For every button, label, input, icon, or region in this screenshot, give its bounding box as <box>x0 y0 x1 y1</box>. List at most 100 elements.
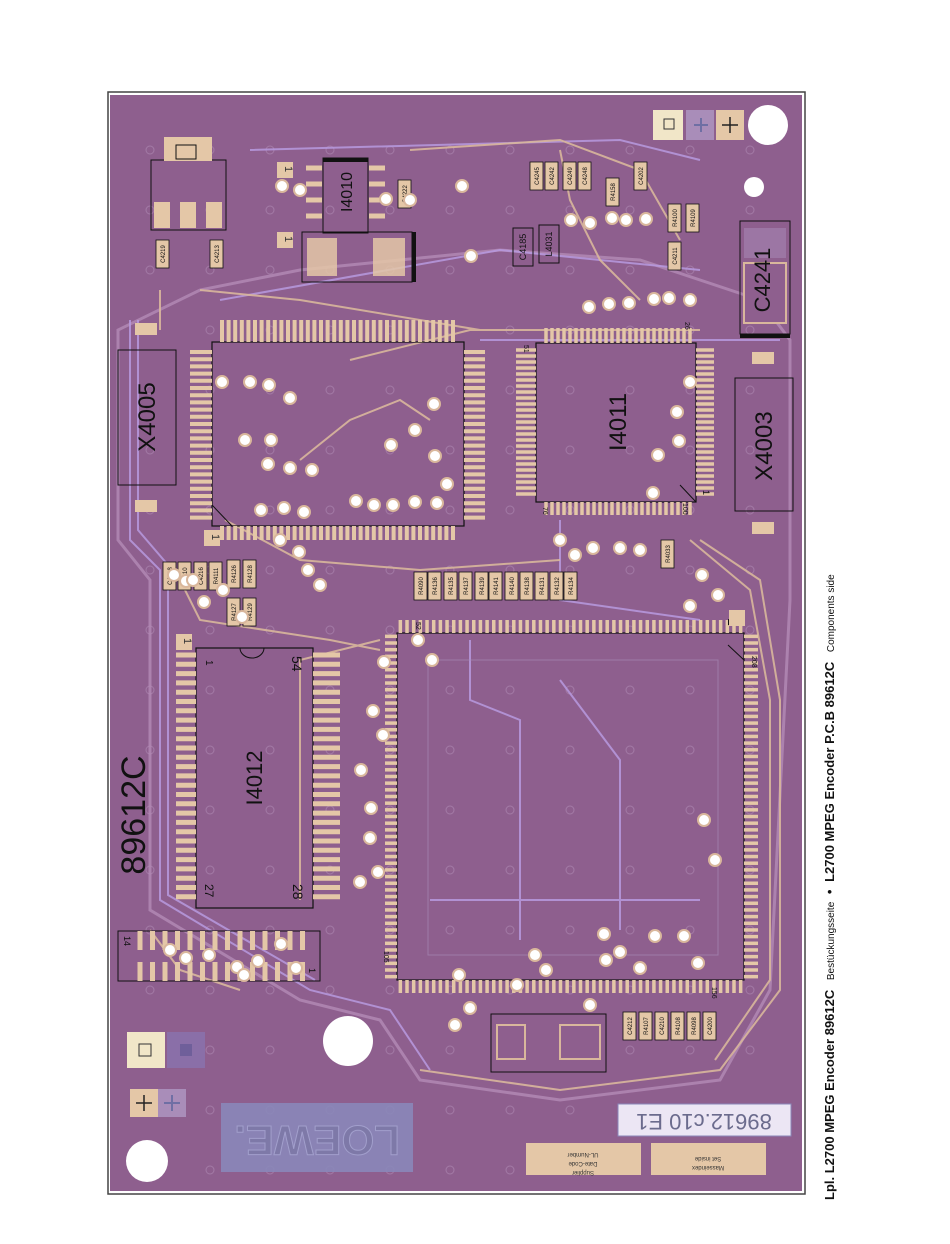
via <box>313 578 327 592</box>
via <box>613 945 627 959</box>
capacitor-c4241: C4241 <box>739 220 791 338</box>
logo-text: LOEWE. <box>234 1117 400 1164</box>
smd-label: C4245 <box>535 167 541 185</box>
smd-r4033 <box>660 539 675 569</box>
pin-one-marker-2: 1 <box>209 534 221 540</box>
smd-r4108 <box>670 1011 685 1041</box>
via <box>583 216 597 230</box>
via <box>297 505 311 519</box>
smd-label: R4139 <box>480 577 486 595</box>
via <box>602 297 616 311</box>
via <box>662 291 676 305</box>
i4011-label: I4011 <box>605 393 632 451</box>
via <box>283 391 297 405</box>
via <box>448 1018 462 1032</box>
smd-label: R4090 <box>419 577 425 595</box>
via <box>425 653 439 667</box>
via <box>237 968 251 982</box>
smd-r4134 <box>563 571 578 601</box>
via <box>411 633 425 647</box>
smd-r4136 <box>427 571 442 601</box>
smd-c4213 <box>209 239 224 269</box>
via <box>564 213 578 227</box>
via <box>708 853 722 867</box>
connector-x4003: X4003 <box>734 352 794 534</box>
via <box>215 375 229 389</box>
board-number: 89612C <box>115 755 153 874</box>
date-code-text: Date-Code <box>568 1160 598 1166</box>
via <box>597 927 611 941</box>
i4010-label: I4010 <box>339 172 356 212</box>
qfp-pin-105: 105 <box>382 951 389 963</box>
voltage-regulator <box>150 137 227 231</box>
via <box>582 300 596 314</box>
qfp-pin-208: 208 <box>750 656 757 668</box>
via <box>672 434 686 448</box>
etched-code: 89612.c10 E1 <box>617 1103 792 1137</box>
smd-label: R4137 <box>464 577 470 595</box>
smd-r4111 <box>208 561 223 591</box>
l4031-label: L4031 <box>544 231 554 256</box>
i4011-pin-100: 100 <box>681 503 688 515</box>
via <box>366 704 380 718</box>
via <box>305 463 319 477</box>
via <box>364 801 378 815</box>
via <box>371 865 385 879</box>
pin-one-marker-3: 1 <box>282 166 294 172</box>
via <box>197 595 211 609</box>
pin-one-markers: 1 1 1 1 <box>176 162 745 650</box>
set-inside-label: Set inside Masseindex <box>651 1143 766 1175</box>
smd-label: R4107 <box>644 1017 650 1035</box>
smd-r4090 <box>413 571 428 601</box>
smd-label: C4222 <box>403 185 409 203</box>
connector-x4005: X4005 <box>117 323 177 512</box>
set-inside-text: Set inside <box>694 1155 721 1161</box>
smd-c4245 <box>529 161 544 191</box>
i4012-label: I4012 <box>242 750 267 805</box>
via <box>277 501 291 515</box>
via <box>167 568 181 582</box>
via <box>619 213 633 227</box>
ic-i4010: I4010 <box>306 157 385 234</box>
via <box>697 813 711 827</box>
via <box>243 375 257 389</box>
via <box>510 978 524 992</box>
via <box>376 728 390 742</box>
x4003-label: X4003 <box>751 411 778 480</box>
i4011-pin-51: 51 <box>522 345 529 353</box>
via <box>377 655 391 669</box>
via <box>403 193 417 207</box>
qfp-pin-156: 156 <box>710 987 717 999</box>
via <box>568 548 582 562</box>
smd-c4200 <box>702 1011 717 1041</box>
smd-label: R4111 <box>214 567 220 584</box>
via <box>179 951 193 965</box>
via <box>605 211 619 225</box>
smd-c4242 <box>544 161 559 191</box>
via <box>283 461 297 475</box>
via <box>683 293 697 307</box>
via <box>613 541 627 555</box>
smd-label: R4129 <box>248 603 254 621</box>
supplier-text: Supplier <box>572 1169 594 1175</box>
via <box>639 212 653 226</box>
i4012-pin-54: 54 <box>289 656 305 672</box>
smd-r4137 <box>458 571 473 601</box>
smd-label: C4242 <box>550 167 556 185</box>
via <box>586 541 600 555</box>
via <box>163 943 177 957</box>
via <box>427 397 441 411</box>
ic-i4011: I4011 51 26 76 1 100 <box>516 322 714 515</box>
via <box>683 599 697 613</box>
via <box>599 953 613 967</box>
smd-label: R4136 <box>433 577 439 595</box>
via <box>464 249 478 263</box>
via <box>261 457 275 471</box>
smd-label: R4108 <box>676 1017 682 1035</box>
via <box>301 563 315 577</box>
via <box>274 937 288 951</box>
via <box>583 998 597 1012</box>
via <box>633 961 647 975</box>
via <box>670 405 684 419</box>
via <box>440 477 454 491</box>
